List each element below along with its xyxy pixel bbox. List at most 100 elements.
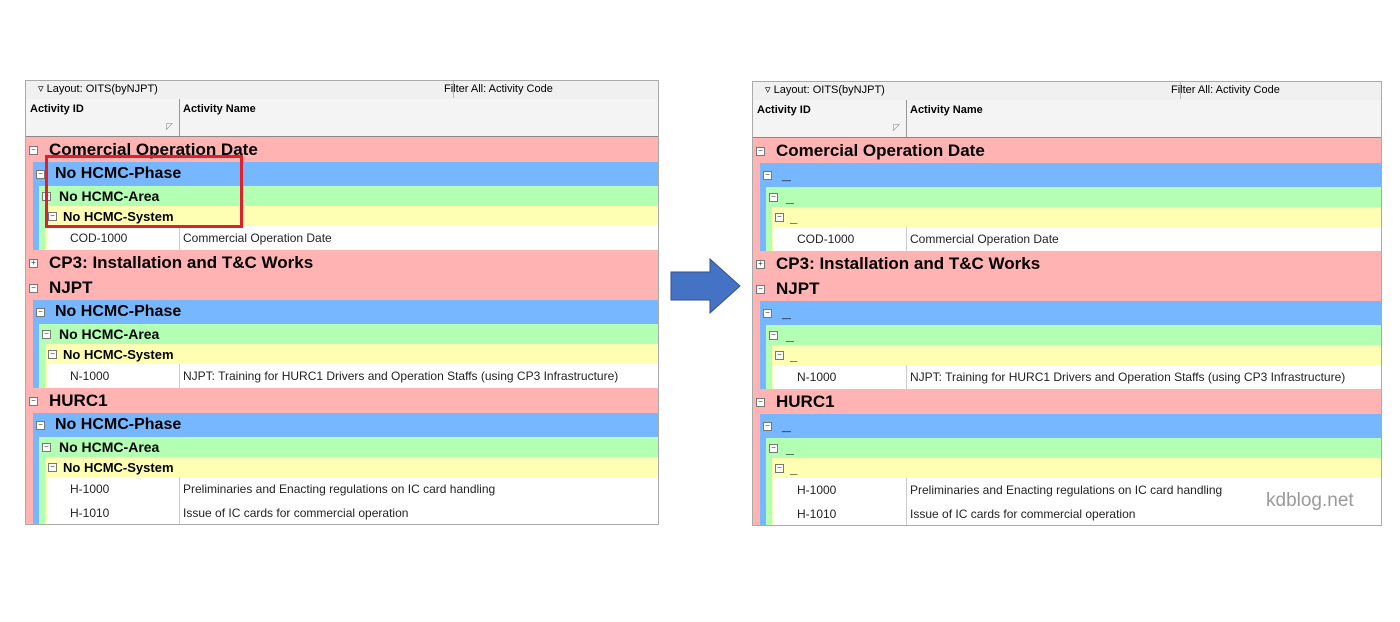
area-row[interactable]: −No HCMC-Area <box>26 437 658 457</box>
group-label: _ <box>786 189 794 205</box>
activity-name: Preliminaries and Enacting regulations o… <box>183 482 496 496</box>
phase-row[interactable]: −_ <box>753 414 1381 438</box>
activity-name: Commercial Operation Date <box>183 231 332 245</box>
col-activity-id[interactable]: Activity ID <box>30 103 84 115</box>
filter-label[interactable]: Filter All: Activity Code <box>1171 84 1280 96</box>
group-label: HURC1 <box>49 391 108 410</box>
group-row-level1[interactable]: − HURC1 <box>26 388 658 413</box>
sort-icon[interactable]: ◸ <box>893 122 900 132</box>
activity-id: COD-1000 <box>797 232 855 246</box>
system-row[interactable]: −No HCMC-System <box>26 206 658 226</box>
area-row[interactable]: −No HCMC-Area <box>26 186 658 206</box>
activity-table-before: ▿ Layout: OITS(byNJPT) Filter All: Activ… <box>25 80 659 525</box>
toolbar: ▿ Layout: OITS(byNJPT) Filter All: Activ… <box>753 82 1381 101</box>
group-label: No HCMC-Phase <box>55 303 182 320</box>
collapse-icon[interactable]: − <box>775 351 784 360</box>
area-row[interactable]: −_ <box>753 325 1381 345</box>
group-row-level1[interactable]: +CP3: Installation and T&C Works <box>26 250 658 275</box>
collapse-icon[interactable]: − <box>763 422 772 431</box>
layout-dropdown[interactable]: ▿ Layout: OITS(byNJPT) <box>753 82 1181 99</box>
group-label: _ <box>786 440 794 456</box>
group-row-level1[interactable]: − HURC1 <box>753 389 1381 414</box>
group-label: HURC1 <box>776 392 835 411</box>
system-row[interactable]: −No HCMC-System <box>26 457 658 477</box>
collapse-icon[interactable]: − <box>29 146 38 155</box>
activity-name: Issue of IC cards for commercial operati… <box>183 506 409 520</box>
collapse-icon[interactable]: − <box>29 397 38 406</box>
highlight-box <box>45 155 243 228</box>
group-label: No HCMC-System <box>63 347 174 362</box>
area-row[interactable]: −_ <box>753 187 1381 207</box>
activity-id: N-1000 <box>70 369 110 383</box>
group-label: No HCMC-Area <box>59 188 160 204</box>
collapse-icon[interactable]: − <box>42 330 51 339</box>
filter-label[interactable]: Filter All: Activity Code <box>444 83 553 95</box>
group-label: _ <box>782 417 791 434</box>
group-label: No HCMC-Area <box>59 326 160 342</box>
expand-icon[interactable]: + <box>756 260 765 269</box>
activity-id: H-1000 <box>70 482 110 496</box>
phase-row[interactable]: −_ <box>753 301 1381 325</box>
collapse-icon[interactable]: − <box>769 444 778 453</box>
col-activity-id[interactable]: Activity ID <box>757 104 811 116</box>
collapse-icon[interactable]: − <box>763 171 772 180</box>
layout-label: Layout: OITS(byNJPT) <box>773 84 885 96</box>
group-label: _ <box>782 166 791 183</box>
group-row-level1[interactable]: − NJPT <box>753 276 1381 301</box>
phase-row[interactable]: − No HCMC-Phase <box>26 300 658 324</box>
collapse-icon[interactable]: − <box>763 309 772 318</box>
area-row[interactable]: −_ <box>753 438 1381 458</box>
system-row[interactable]: −_ <box>753 458 1381 478</box>
activity-row[interactable]: H-1010 Issue of IC cards for commercial o… <box>753 502 1381 525</box>
phase-row[interactable]: −_ <box>753 163 1381 187</box>
collapse-icon[interactable]: − <box>756 285 765 294</box>
group-row-level1[interactable]: −Comercial Operation Date <box>753 138 1381 163</box>
collapse-icon[interactable]: − <box>756 398 765 407</box>
collapse-icon[interactable]: − <box>769 193 778 202</box>
expand-icon[interactable]: + <box>29 259 38 268</box>
phase-row[interactable]: − No HCMC-Phase <box>26 413 658 437</box>
group-row-level1[interactable]: +CP3: Installation and T&C Works <box>753 251 1381 276</box>
activity-id: H-1010 <box>70 506 110 520</box>
group-label: NJPT <box>776 279 820 298</box>
col-activity-name[interactable]: Activity Name <box>910 104 983 116</box>
collapse-icon[interactable]: − <box>29 284 38 293</box>
activity-id: H-1010 <box>797 507 837 521</box>
activity-row[interactable]: H-1010 Issue of IC cards for commercial o… <box>26 501 658 524</box>
group-label: _ <box>786 327 794 343</box>
collapse-icon[interactable]: − <box>42 443 51 452</box>
area-row[interactable]: −No HCMC-Area <box>26 324 658 344</box>
group-label: No HCMC-Phase <box>55 416 182 433</box>
activity-name: Issue of IC cards for commercial operati… <box>910 507 1136 521</box>
collapse-icon[interactable]: − <box>775 213 784 222</box>
group-label: _ <box>782 304 791 321</box>
collapse-icon[interactable]: − <box>769 331 778 340</box>
collapse-icon[interactable]: − <box>36 170 45 179</box>
collapse-icon[interactable]: − <box>36 421 45 430</box>
group-label: Comercial Operation Date <box>49 140 258 159</box>
phase-row[interactable]: −No HCMC-Phase <box>26 162 658 186</box>
collapse-icon[interactable]: − <box>775 464 784 473</box>
collapse-icon[interactable]: − <box>756 147 765 156</box>
collapse-icon[interactable]: − <box>48 463 57 472</box>
toolbar: ▿ Layout: OITS(byNJPT) Filter All: Activ… <box>26 81 658 100</box>
group-row-level1[interactable]: −NJPT <box>26 275 658 300</box>
system-row[interactable]: −No HCMC-System <box>26 344 658 364</box>
layout-dropdown[interactable]: ▿ Layout: OITS(byNJPT) <box>26 81 454 98</box>
activity-row[interactable]: H-1000 Preliminaries and Enacting regulat… <box>26 477 658 502</box>
system-row[interactable]: −_ <box>753 345 1381 365</box>
system-row[interactable]: −_ <box>753 207 1381 227</box>
collapse-icon[interactable]: − <box>48 212 57 221</box>
sort-icon[interactable]: ◸ <box>166 121 173 131</box>
right-arrow-icon <box>670 258 741 314</box>
collapse-icon[interactable]: − <box>36 308 45 317</box>
layout-label: Layout: OITS(byNJPT) <box>46 83 158 95</box>
col-activity-name[interactable]: Activity Name <box>183 103 256 115</box>
collapse-icon[interactable]: − <box>48 350 57 359</box>
activity-table-after: ▿ Layout: OITS(byNJPT) Filter All: Activ… <box>752 81 1382 526</box>
